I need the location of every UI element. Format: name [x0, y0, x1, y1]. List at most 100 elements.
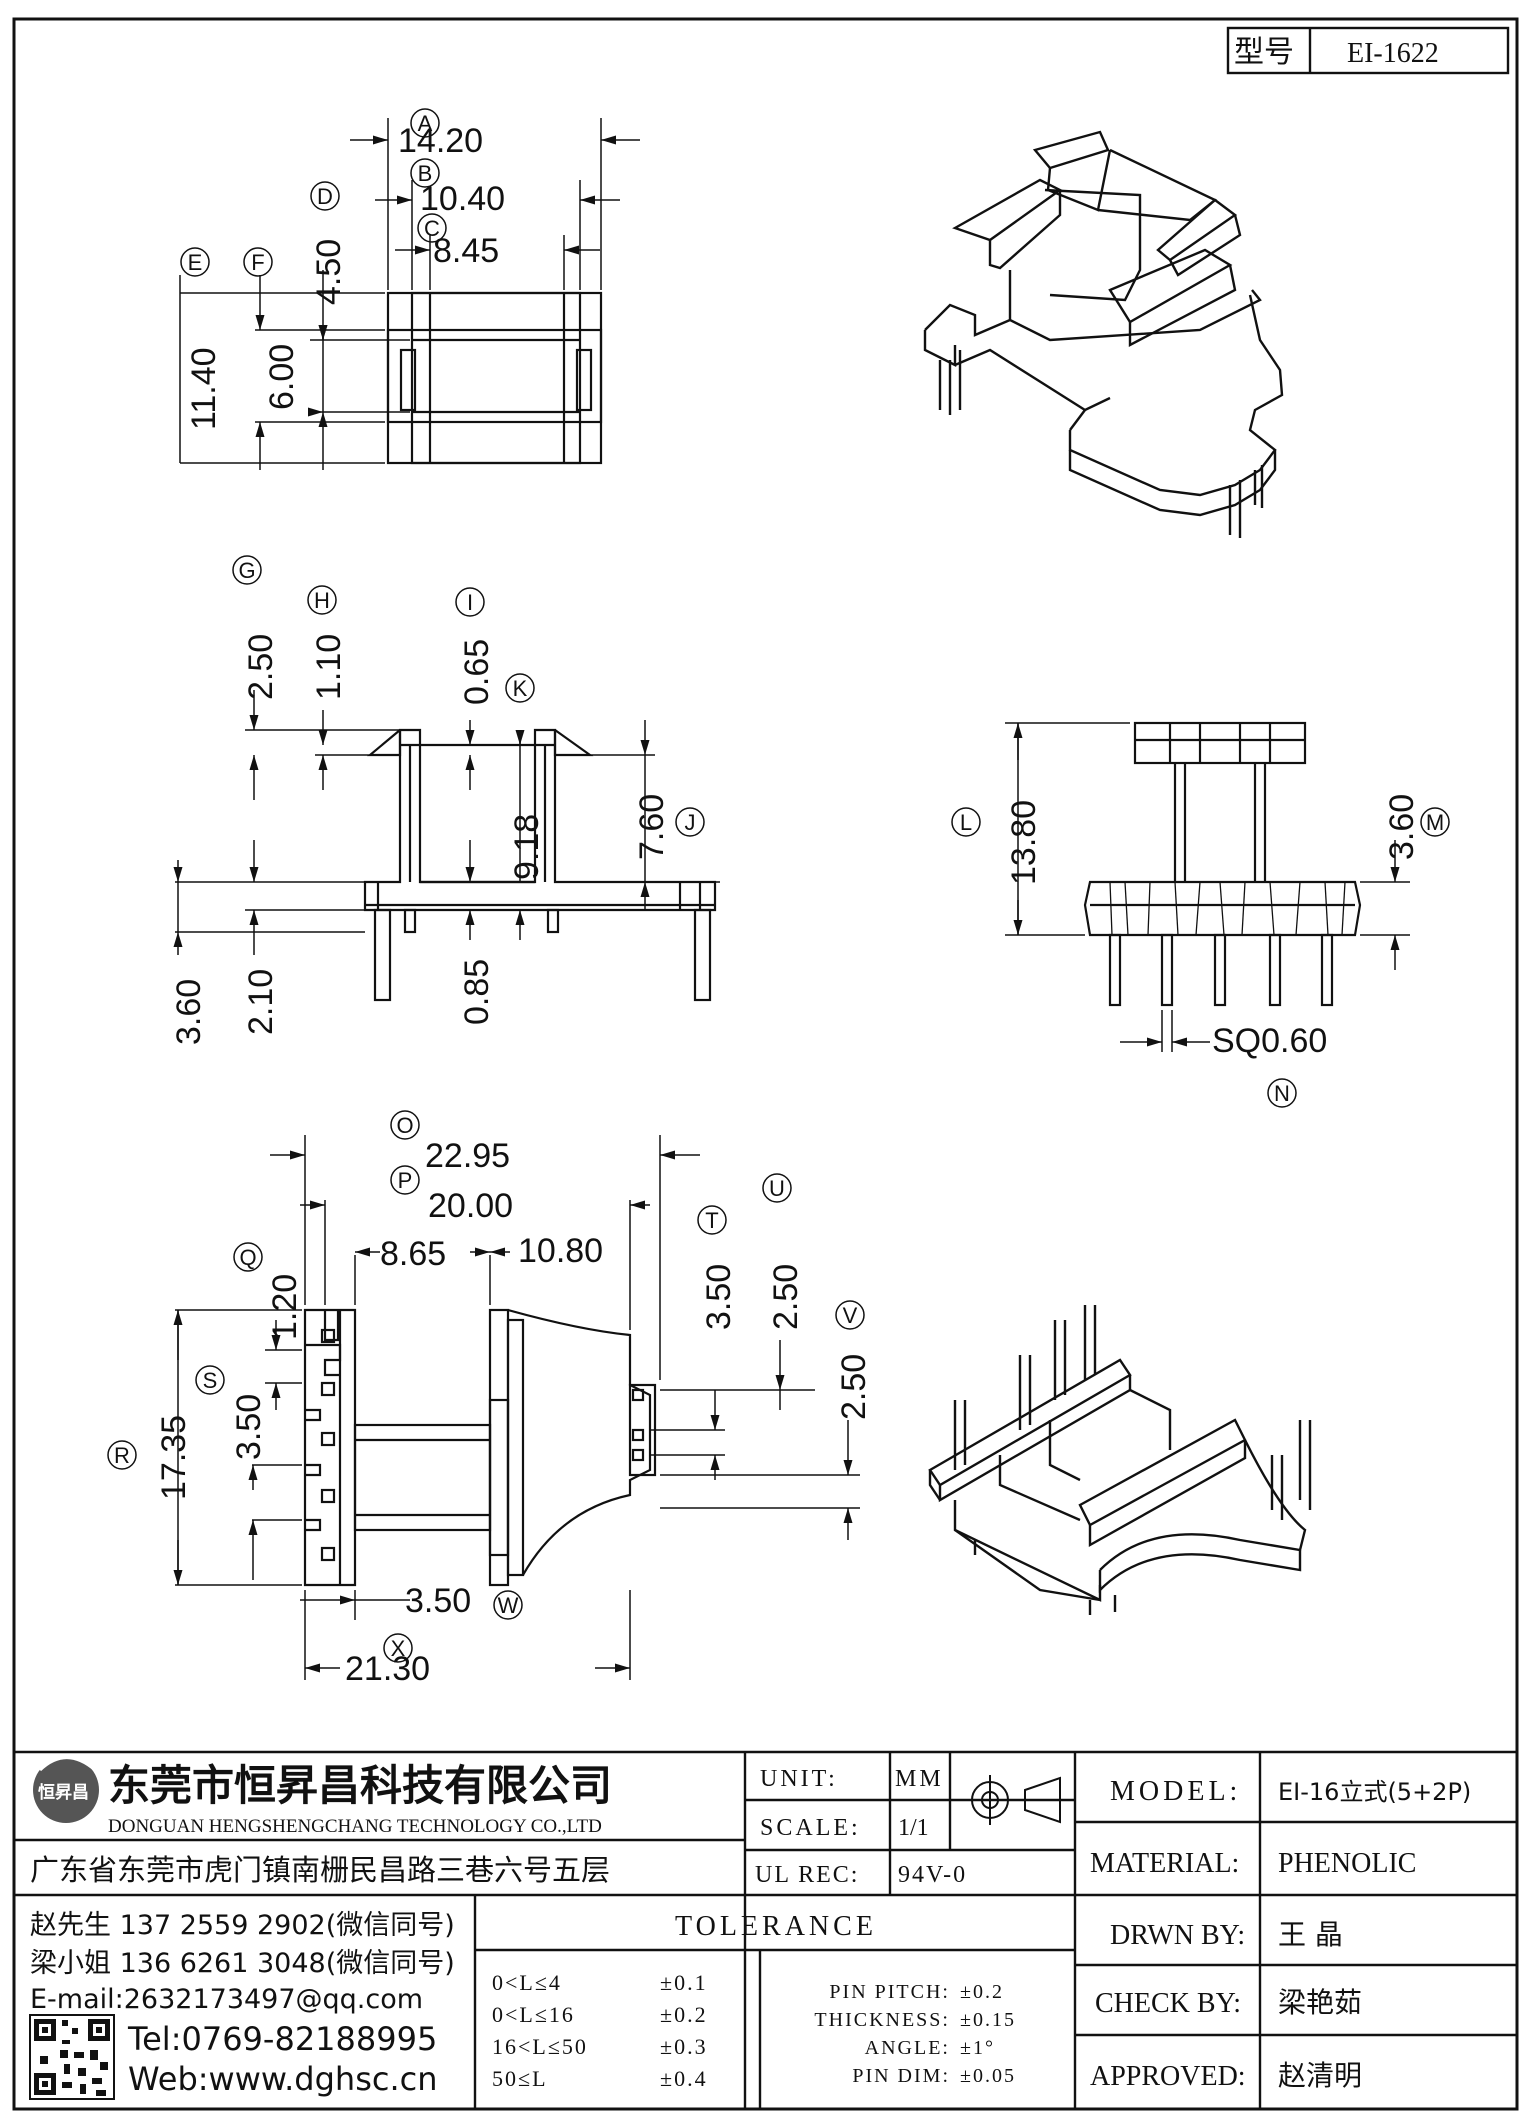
- bottom-view-dims: [173, 1135, 860, 1680]
- svg-text:G: G: [238, 558, 255, 583]
- company-address: 广东省东莞市虎门镇南栅民昌路三巷六号五层: [30, 1853, 610, 1887]
- dim-value: 2.10: [242, 969, 280, 1035]
- dim-marker: F: [243, 247, 273, 277]
- dim-value: 2.50: [242, 634, 280, 700]
- dim-marker: K: [505, 673, 535, 703]
- check-label: CHECK BY:: [1095, 1988, 1241, 2019]
- dim-value: 3.60: [1383, 794, 1421, 860]
- pin-spec-label: PIN DIM:: [852, 2065, 950, 2087]
- pin-spec-value: ±0.2: [960, 1981, 1004, 2003]
- svg-text:M: M: [1426, 810, 1444, 835]
- svg-text:S: S: [203, 1368, 218, 1393]
- pin-spec-value: ±0.05: [960, 2065, 1016, 2087]
- front-view: [1083, 721, 1362, 1007]
- dim-value: 13.80: [1005, 800, 1043, 885]
- tolerance-value: ±0.3: [660, 2034, 708, 2059]
- dim-marker: J: [675, 807, 705, 837]
- dim-value: 2.50: [767, 1264, 805, 1330]
- dim-value: 10.80: [518, 1232, 603, 1270]
- approved-value: 赵清明: [1278, 2059, 1362, 2092]
- dim-value: 7.60: [633, 794, 671, 860]
- company-name-cn: 东莞市恒昇昌科技有限公司: [108, 1761, 612, 1810]
- tolerance-range: 16<L≤50: [492, 2034, 588, 2059]
- dim-value: 3.60: [170, 979, 208, 1045]
- model-box-label: 型号: [1234, 35, 1294, 70]
- dim-marker: U: [762, 1173, 792, 1203]
- svg-text:X: X: [391, 1636, 406, 1661]
- dim-value: 1.20: [266, 1274, 304, 1340]
- material-value: PHENOLIC: [1278, 1848, 1416, 1879]
- title-block-grid: [14, 26, 1517, 2109]
- dim-marker: P: [390, 1165, 420, 1195]
- scale-label: SCALE:: [760, 1815, 861, 1841]
- check-value: 梁艳茹: [1278, 1986, 1362, 2019]
- dim-marker: Q: [233, 1242, 263, 1272]
- dim-value: 11.40: [185, 347, 223, 430]
- svg-text:D: D: [317, 184, 333, 209]
- approved-label: APPROVED:: [1090, 2061, 1246, 2092]
- drwn-label: DRWN BY:: [1110, 1920, 1245, 1951]
- dim-value: 1.10: [310, 634, 348, 700]
- dim-value: 0.85: [458, 959, 496, 1025]
- dim-marker: C: [417, 213, 447, 243]
- contact-tel: Tel:0769-82188995: [127, 2020, 437, 2058]
- ul-value: 94V-0: [898, 1862, 967, 1888]
- dim-value: 8.45: [433, 232, 499, 270]
- dim-marker: I: [455, 587, 485, 617]
- dim-value: 8.65: [380, 1235, 446, 1273]
- dim-value: 9.18: [508, 814, 546, 880]
- svg-text:T: T: [705, 1208, 718, 1233]
- logo-text: 恒昇昌: [38, 1782, 89, 1802]
- tolerance-value: ±0.4: [660, 2066, 708, 2091]
- svg-text:N: N: [1274, 1081, 1290, 1106]
- qr-code-icon: [29, 2014, 115, 2100]
- contact-web: Web:www.dghsc.cn: [128, 2060, 438, 2098]
- svg-text:E: E: [188, 250, 203, 275]
- dim-marker: S: [195, 1365, 225, 1395]
- tolerance-range: 0<L≤16: [492, 2002, 575, 2027]
- dim-value: 20.00: [428, 1187, 513, 1225]
- iso-view-bottom: [928, 1305, 1312, 1615]
- dim-marker: A: [410, 108, 440, 138]
- dim-marker: B: [410, 158, 440, 188]
- dim-marker: X: [383, 1633, 413, 1663]
- side-view-dims: [173, 690, 720, 955]
- svg-text:A: A: [418, 111, 433, 136]
- dim-value: 3.50: [230, 1394, 268, 1460]
- dim-value: 3.50: [700, 1264, 738, 1330]
- model-box-value: EI-1622: [1347, 38, 1439, 69]
- pin-spec-label: PIN PITCH:: [829, 1981, 950, 2003]
- ul-label: UL REC:: [755, 1862, 859, 1888]
- front-view-dims: [1005, 722, 1410, 1052]
- dim-marker: D: [310, 181, 340, 211]
- dim-marker: M: [1420, 807, 1450, 837]
- svg-text:I: I: [467, 590, 473, 615]
- dim-marker: W: [493, 1590, 523, 1620]
- dim-value: 21.30: [345, 1650, 430, 1688]
- dim-marker: E: [180, 247, 210, 277]
- svg-text:V: V: [843, 1303, 858, 1328]
- dim-value: 4.50: [310, 239, 348, 305]
- tolerance-range: 50≤L: [492, 2066, 548, 2091]
- dim-marker: O: [390, 1110, 420, 1140]
- company-logo-icon: [33, 1756, 99, 1823]
- unit-value: MM: [895, 1766, 944, 1792]
- dim-value: 10.40: [420, 180, 505, 218]
- dim-marker: G: [232, 555, 262, 585]
- pin-spec-value: ±1°: [960, 2037, 995, 2059]
- dim-value: SQ0.60: [1212, 1022, 1327, 1060]
- svg-text:Q: Q: [239, 1245, 256, 1270]
- contact-line: 梁小姐 136 6261 3048(微信同号): [30, 1948, 455, 1979]
- svg-text:H: H: [314, 588, 330, 613]
- svg-text:O: O: [396, 1113, 413, 1138]
- pin-spec-value: ±0.15: [960, 2009, 1016, 2031]
- model-value: EI-16立式(5+2P): [1278, 1778, 1471, 1806]
- company-name-en: DONGUAN HENGSHENGCHANG TECHNOLOGY CO.,LT…: [108, 1816, 602, 1837]
- projection-symbol-icon: [965, 1775, 1068, 1825]
- svg-text:B: B: [418, 161, 433, 186]
- svg-text:J: J: [685, 810, 696, 835]
- dim-value: 3.50: [405, 1582, 471, 1620]
- svg-text:R: R: [114, 1443, 130, 1468]
